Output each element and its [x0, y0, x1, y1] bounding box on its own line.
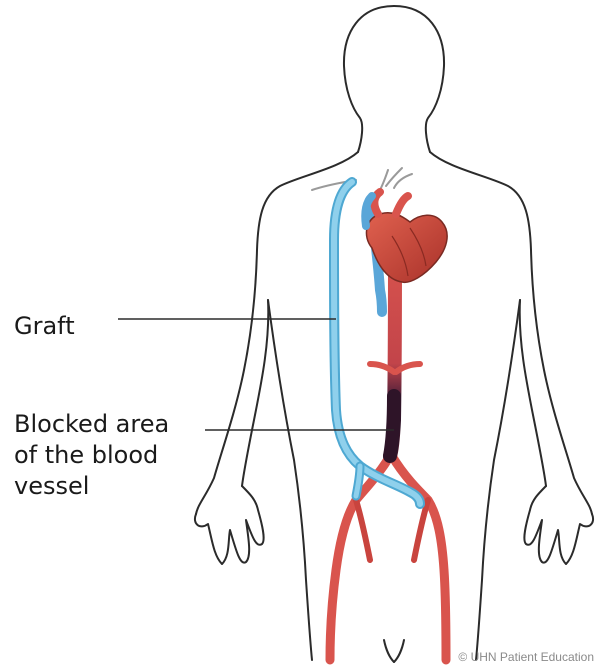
blocked-area-label: Blocked area of the blood vessel	[14, 409, 169, 502]
blocked-label-line3: vessel	[14, 471, 169, 502]
blocked-label-line1: Blocked area	[14, 409, 169, 440]
copyright-notice: © UHN Patient Education	[458, 650, 594, 664]
blocked-label-line2: of the blood	[14, 440, 169, 471]
graft-label: Graft	[14, 311, 75, 342]
neck-vessels	[312, 168, 412, 190]
blocked-area	[390, 396, 394, 456]
